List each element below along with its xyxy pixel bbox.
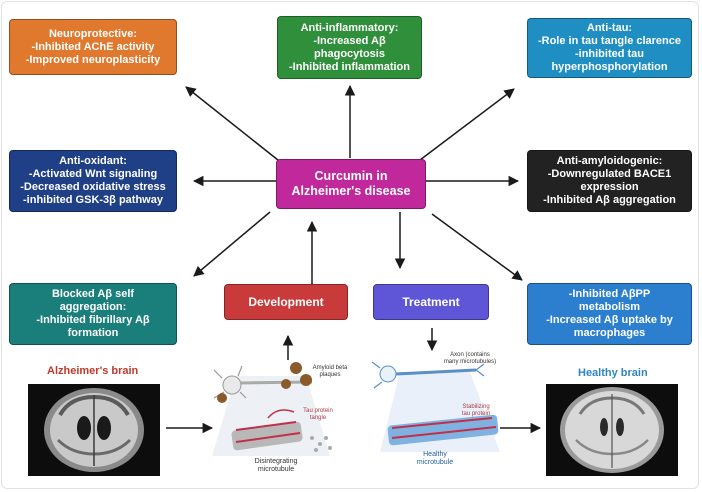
healthy-neuron-cell-body — [379, 365, 397, 383]
box-blocked-abeta: Blocked Aβ self aggregation: -Inhibited … — [9, 283, 177, 345]
neuron-cell-body — [222, 375, 242, 395]
amyloid-plaque-1 — [290, 362, 302, 374]
box-treatment: Treatment — [373, 284, 489, 320]
anti-tau-line-2: -inhibited tau — [574, 48, 645, 60]
healthy-microtubule-label: Healthy microtubule — [416, 451, 454, 466]
box-neuroprotective: Neuroprotective: -Inhibited AChE activit… — [9, 19, 177, 75]
anti-tau-line-3: hyperphosphorylation — [551, 61, 668, 73]
inhibited-abpp-line-4: macrophages — [573, 327, 646, 339]
inhibited-abpp-line-1: -Inhibited AβPP — [568, 288, 651, 300]
amyloid-plaque-3 — [281, 379, 291, 389]
treatment-label: Treatment — [402, 294, 460, 309]
box-anti-amyloidogenic: Anti-amyloidogenic: -Downregulated BACE1… — [527, 150, 692, 212]
box-anti-tau: Anti-tau: -Role in tau tangle clarence -… — [527, 18, 692, 78]
anti-tau-line-1: -Role in tau tangle clarence — [537, 35, 682, 47]
axon-label: Axon (contains many microtubules) — [443, 352, 497, 365]
stabilizing-tau-label: Stabilizing tau protein — [461, 404, 491, 417]
stable-microtubule — [387, 414, 499, 446]
box-development: Development — [224, 284, 348, 320]
arrow-to-blocked — [193, 211, 271, 277]
anti-inflammatory-line-2: phagocytosis — [314, 47, 385, 60]
anti-amyloidogenic-line-3: -Inhibited Aβ aggregation — [543, 194, 676, 206]
anti-oxidant-line-1: -Activated Wnt signaling — [28, 168, 158, 180]
blocked-line-2: formation — [67, 327, 119, 339]
alzheimers-brain-label: Alzheimer's brain — [47, 365, 139, 377]
neuroprotective-title: Neuroprotective: — [48, 27, 138, 40]
anti-oxidant-line-2: -Decreased oxidative stress — [20, 181, 166, 193]
neuroprotective-line-1: -Inhibited AChE activity — [31, 40, 155, 53]
anti-tau-title: Anti-tau: — [586, 22, 633, 34]
healthy-microtubule-illustration — [371, 361, 500, 452]
development-label: Development — [248, 294, 324, 309]
center-line-1: Curcumin in — [314, 169, 388, 183]
arrow-to-neuroprotective — [185, 86, 289, 169]
healthy-brain-label: Healthy brain — [578, 367, 648, 379]
center-line-2: Alzheimer's disease — [291, 184, 411, 198]
anti-inflammatory-line-3: -Inhibited inflammation — [289, 60, 410, 73]
blocked-line-1: -Inhibited fibrillary Aβ — [36, 314, 150, 326]
anti-oxidant-line-3: -inhibited GSK-3β pathway — [23, 194, 163, 206]
anti-inflammatory-title: Anti-inflammatory: — [300, 21, 399, 34]
anti-amyloidogenic-line-2: expression — [580, 181, 639, 193]
arrow-to-anti-tau — [419, 88, 515, 161]
anti-amyloidogenic-line-1: -Downregulated BACE1 — [547, 168, 672, 180]
box-anti-oxidant: Anti-oxidant: -Activated Wnt signaling -… — [9, 150, 177, 212]
box-inhibited-abpp: -Inhibited AβPP metabolism -Increased Aβ… — [527, 283, 692, 345]
tau-tangle-label: Tau protein tangle — [303, 408, 333, 421]
amyloid-plaque-4 — [217, 393, 227, 403]
neuroprotective-line-2: -Improved neuroplasticity — [25, 53, 161, 66]
broken-microtubule — [231, 409, 332, 452]
center-box-curcumin: Curcumin in Alzheimer's disease — [276, 159, 426, 209]
anti-inflammatory-line-1: -Increased Aβ — [313, 34, 386, 47]
anti-amyloidogenic-title: Anti-amyloidogenic: — [556, 155, 663, 167]
alzheimers-brain-mri — [28, 384, 160, 476]
disintegrating-microtubule-label: Disintegrating microtubule — [254, 458, 298, 473]
arrow-to-inhibited-abpp — [431, 213, 523, 281]
blocked-title-1: Blocked Aβ self — [51, 288, 135, 300]
anti-oxidant-title: Anti-oxidant: — [59, 155, 127, 167]
healthy-brain-mri — [546, 384, 678, 476]
inhibited-abpp-line-2: metabolism — [578, 301, 641, 313]
inhibited-abpp-line-3: -Increased Aβ uptake by — [546, 314, 673, 326]
blocked-title-2: aggregation: — [59, 301, 127, 313]
disintegrating-microtubule-illustration — [212, 362, 332, 456]
amyloid-plaques-label: Amyloid beta plaques — [312, 365, 348, 378]
amyloid-plaque-2 — [300, 374, 312, 386]
box-anti-inflammatory: Anti-inflammatory: -Increased Aβ phagocy… — [277, 16, 422, 79]
